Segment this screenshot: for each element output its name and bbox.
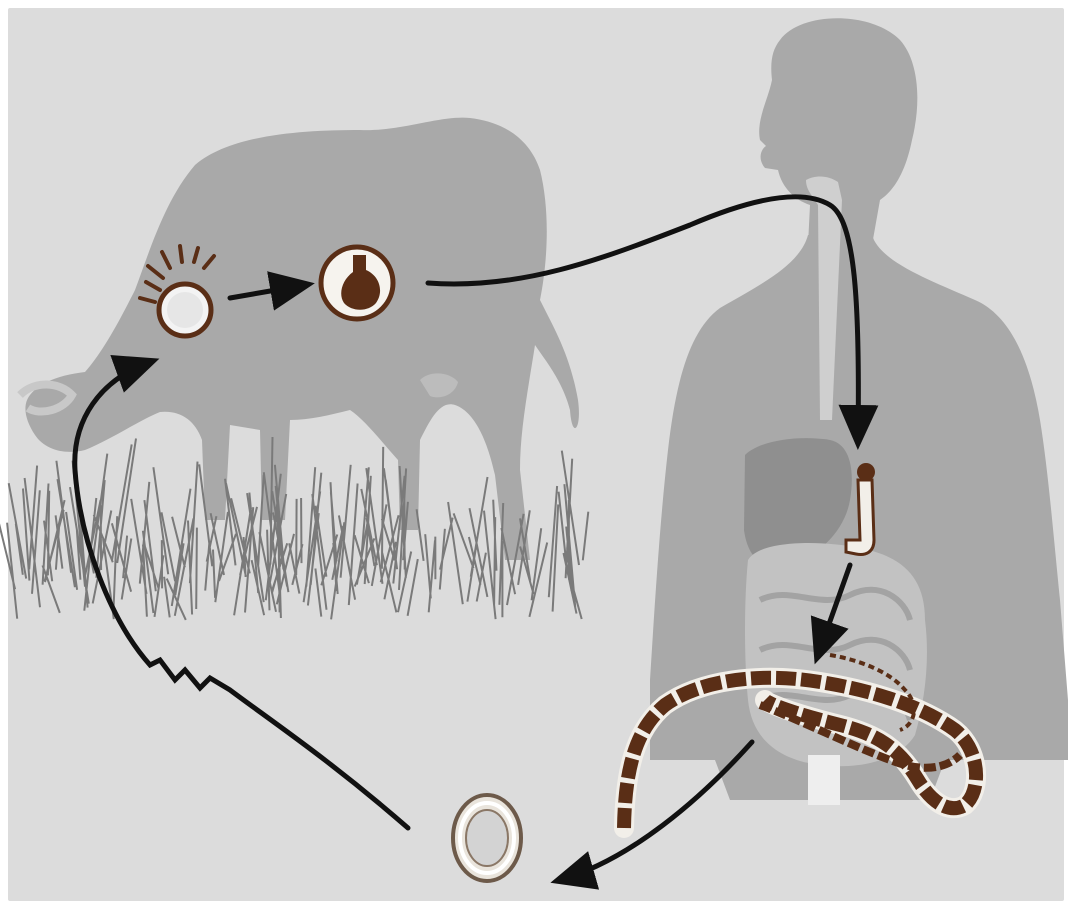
- pelvic-bone: [808, 755, 840, 805]
- scolex-head: [857, 463, 875, 481]
- egg-icon: [453, 795, 521, 881]
- cysticercus-cyst-icon: [321, 247, 393, 319]
